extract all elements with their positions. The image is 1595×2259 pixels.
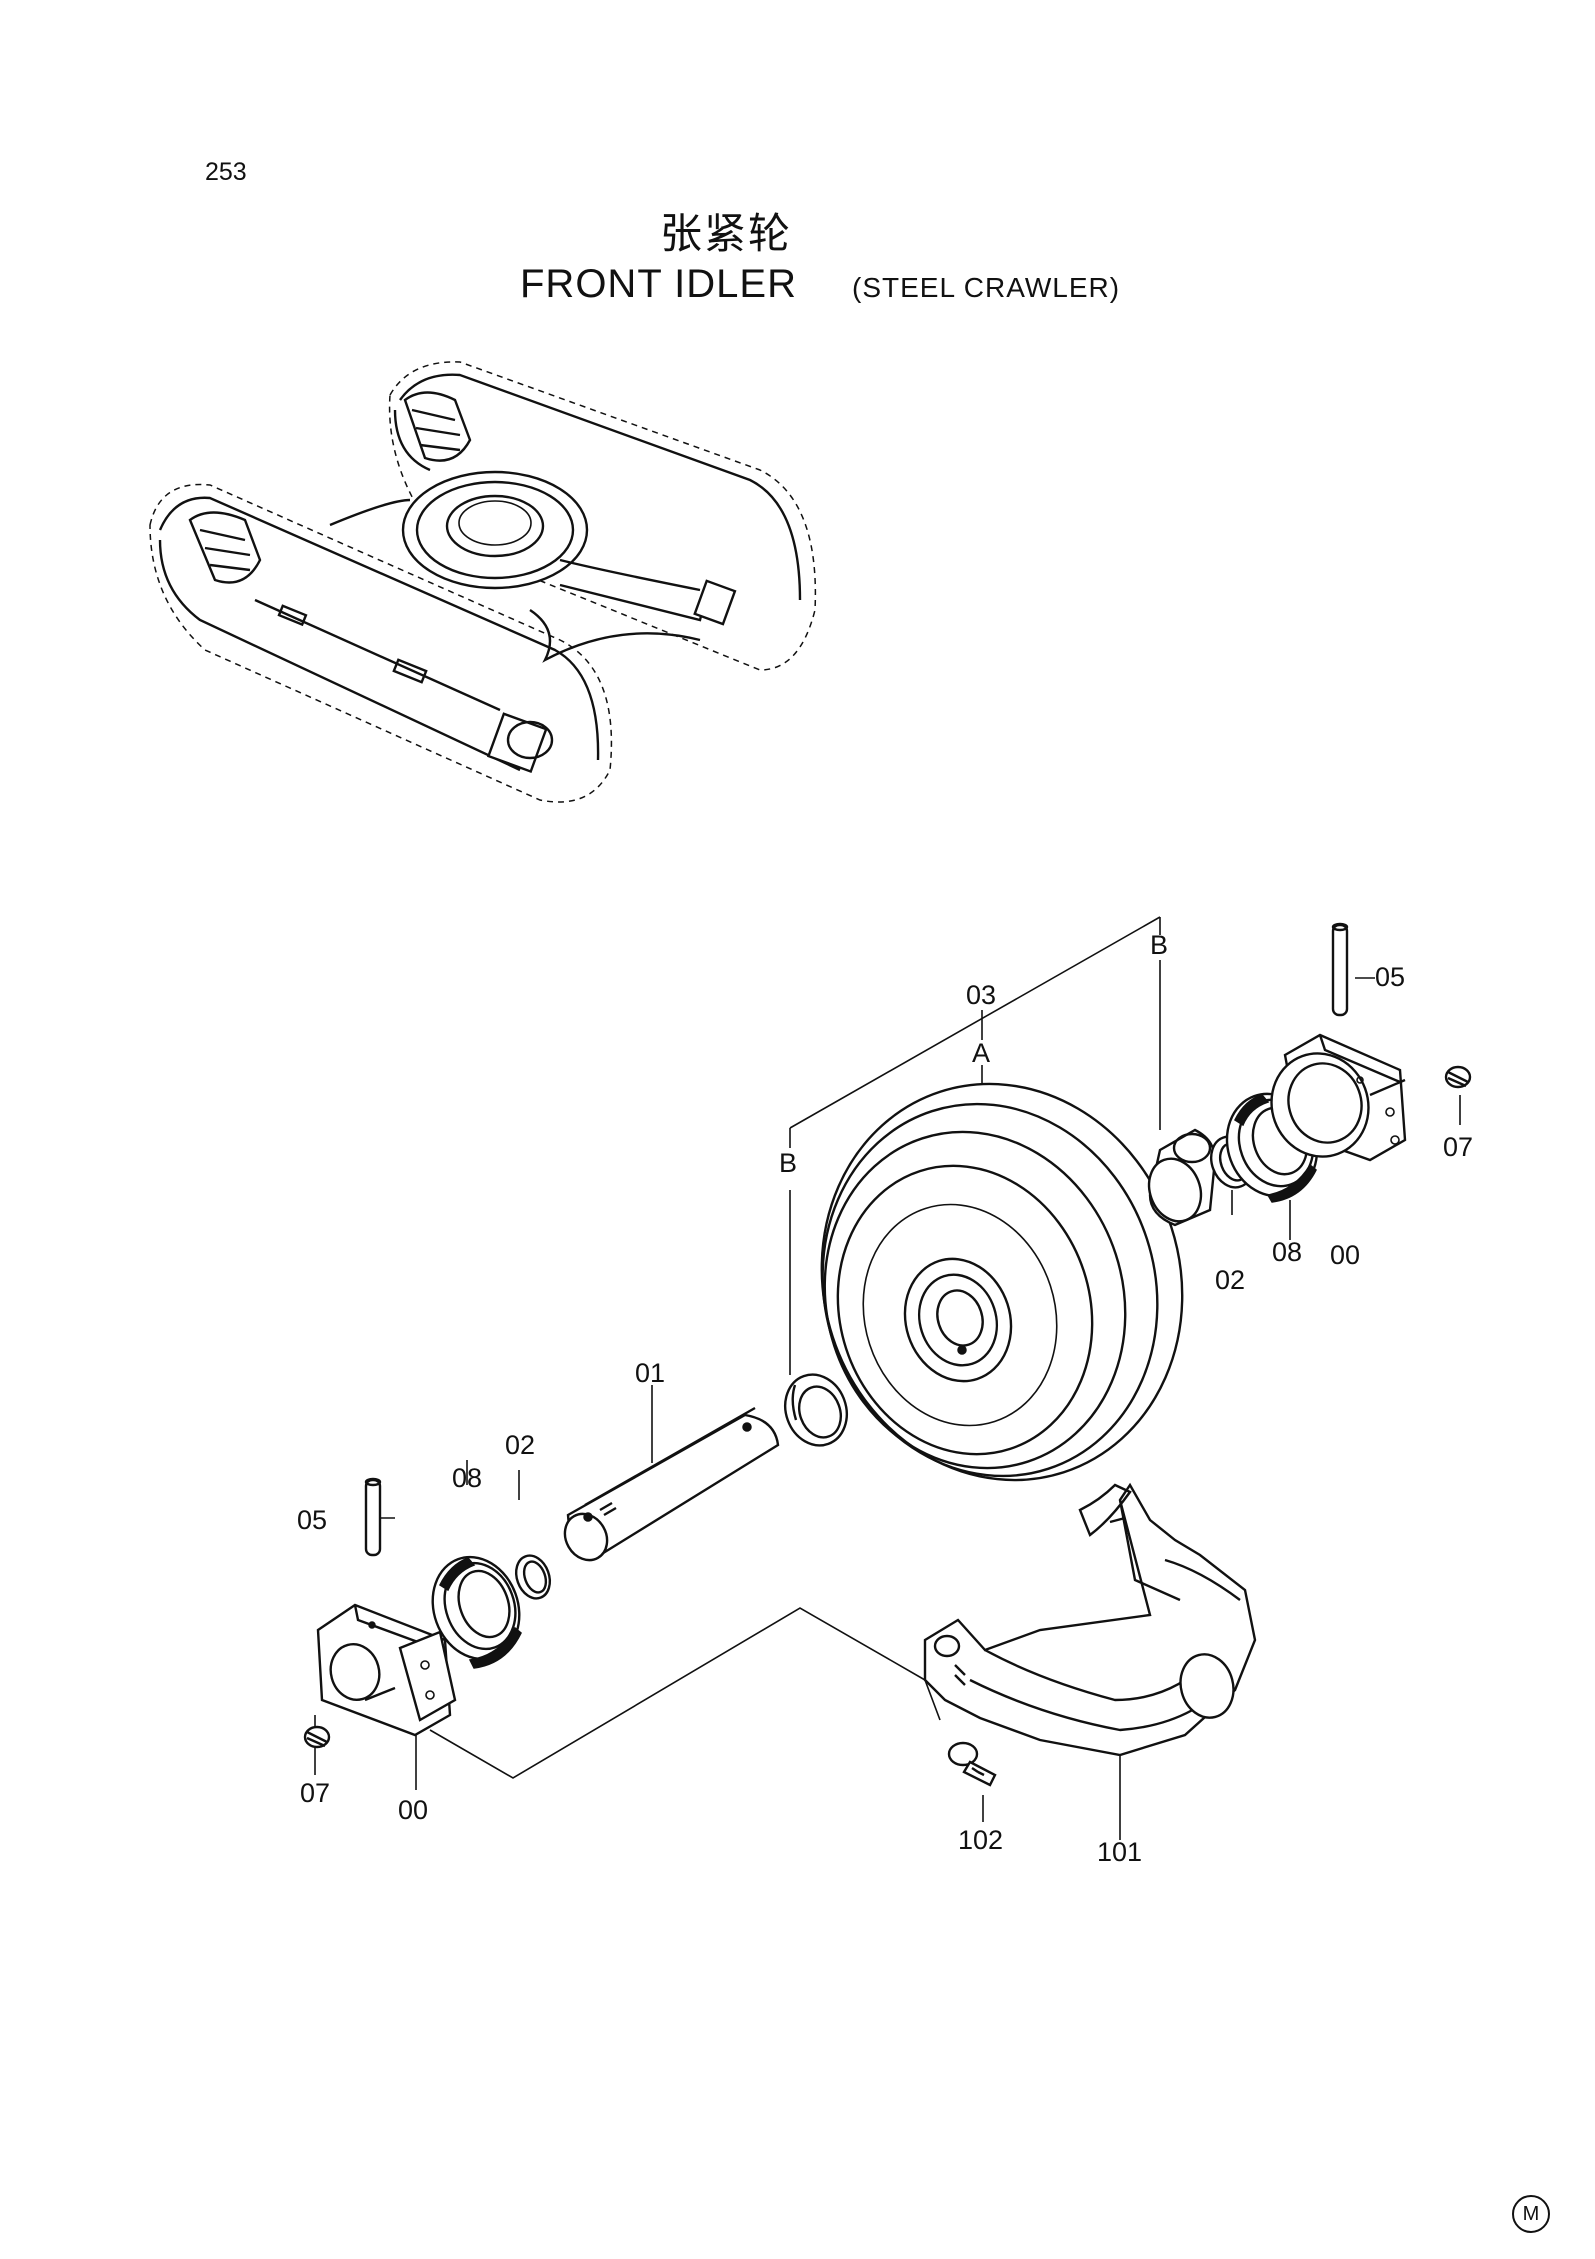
callout-08-right: 08 xyxy=(1272,1237,1303,1267)
bracket-block-left xyxy=(316,1603,457,1737)
bushing-left xyxy=(784,1373,848,1447)
idler-wheel xyxy=(820,1082,1184,1482)
bolt xyxy=(947,1741,997,1787)
callout-102: 102 xyxy=(958,1825,1004,1855)
callout-b-left: B xyxy=(779,1148,798,1178)
reference-lines xyxy=(314,916,1461,1840)
bushing-right xyxy=(1147,1128,1217,1227)
callout-02-left: 02 xyxy=(505,1430,536,1460)
callout-a: A xyxy=(972,1038,991,1068)
callout-05-right: 05 xyxy=(1375,962,1406,992)
callout-00-right: 00 xyxy=(1330,1240,1361,1270)
callout-07-right: 07 xyxy=(1443,1132,1474,1162)
callout-07-left: 07 xyxy=(300,1778,331,1808)
callout-b-top: B xyxy=(1150,930,1169,960)
title-chinese: 张紧轮 xyxy=(660,209,793,258)
callout-101: 101 xyxy=(1097,1837,1143,1867)
title-english: FRONT IDLER xyxy=(520,262,797,306)
yoke xyxy=(923,1482,1257,1757)
callout-00-left: 00 xyxy=(398,1795,429,1825)
pin-left xyxy=(364,1477,382,1557)
plug-left xyxy=(303,1725,331,1749)
reference-mark: M xyxy=(1512,2195,1550,2233)
floating-seal-left xyxy=(431,1555,522,1669)
callout-08-left: 08 xyxy=(452,1463,483,1493)
plug-right xyxy=(1444,1065,1472,1089)
shaft xyxy=(563,1406,780,1562)
undercarriage-overview xyxy=(149,361,817,803)
callout-03: 03 xyxy=(966,980,997,1010)
title-subtitle: (STEEL CRAWLER) xyxy=(852,272,1121,303)
bracket-block-right xyxy=(1270,1033,1407,1162)
callout-02-right: 02 xyxy=(1215,1265,1246,1295)
page-number: 253 xyxy=(205,158,247,186)
callout-01: 01 xyxy=(635,1358,666,1388)
pin-right xyxy=(1331,922,1349,1017)
callout-05-left: 05 xyxy=(297,1505,328,1535)
